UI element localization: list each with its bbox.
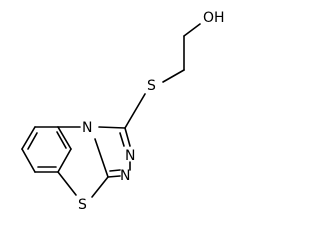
benzene-ring xyxy=(21,126,72,173)
atom-label-nitrogen-ring: N xyxy=(82,120,92,136)
double-bond-inner xyxy=(56,131,67,149)
double-bond xyxy=(109,169,121,172)
triazole-ring xyxy=(98,126,131,178)
bond xyxy=(183,23,201,37)
atom-label-sulfur-thiazole: S xyxy=(78,197,87,213)
atom-label-oh: OH xyxy=(203,10,225,26)
bond xyxy=(57,148,72,173)
bond xyxy=(162,69,185,83)
atom-label-nitrogen-upper: N xyxy=(125,148,135,164)
atom-label-nitrogen-lower: N xyxy=(120,168,130,184)
bond xyxy=(21,126,36,150)
bond xyxy=(124,127,131,147)
double-bond-inner xyxy=(27,132,38,150)
bond xyxy=(21,148,36,173)
side-chain xyxy=(124,23,201,129)
bond xyxy=(98,126,126,129)
bond xyxy=(57,171,77,196)
bond xyxy=(94,138,109,178)
bond xyxy=(124,93,146,129)
bond xyxy=(91,176,109,198)
bond xyxy=(57,126,72,150)
chemical-structure-diagram: OH S N N N S xyxy=(21,10,225,213)
thiazole-ring xyxy=(57,126,109,198)
atom-label-sulfur-thioether: S xyxy=(147,78,156,94)
bond xyxy=(107,175,121,178)
double-bond xyxy=(119,132,125,147)
molecule-drawing: OH S N N N S xyxy=(21,10,225,213)
